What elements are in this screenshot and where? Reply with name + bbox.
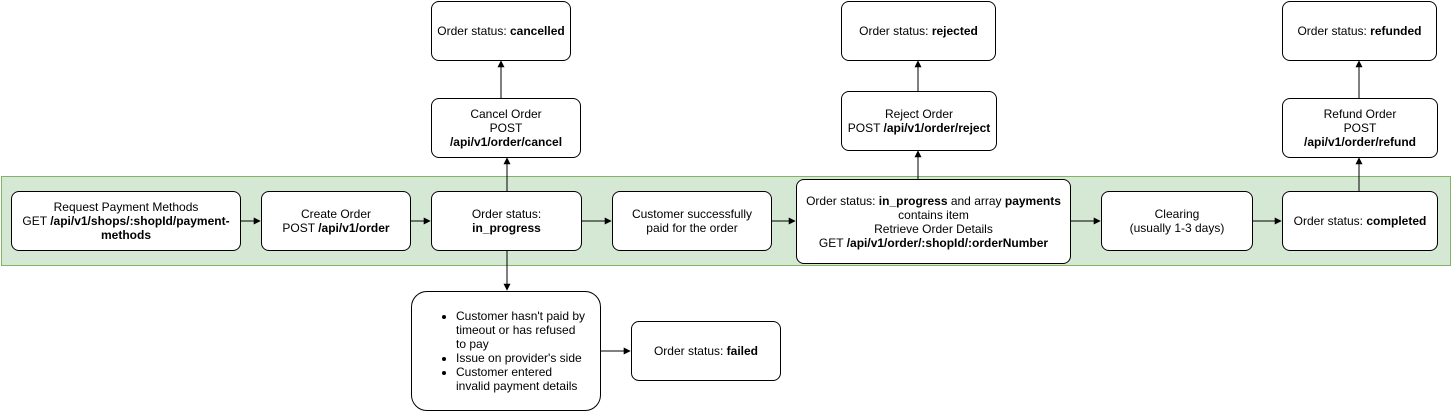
node-status-cancelled: Order status: cancelled: [431, 1, 571, 61]
http-method: GET: [818, 235, 847, 250]
http-method: POST: [489, 121, 523, 135]
http-method: POST: [1343, 121, 1377, 135]
status-line: Order status: in_progress: [436, 207, 577, 235]
http-method: POST: [847, 121, 884, 135]
node-endpoint: POST /api/v1/order: [282, 221, 389, 235]
status-prefix: Order status:: [859, 24, 932, 38]
status-line: Order status: failed: [654, 344, 758, 358]
node-customer-paid: Customer successfully paid for the order: [612, 191, 772, 251]
node-line: Customer successfully paid for the order: [631, 207, 753, 235]
api-path: /api/v1/order: [318, 221, 390, 235]
api-path: /api/v1/order/reject: [883, 121, 991, 135]
status-line: Order status: rejected: [859, 24, 978, 38]
array-name: payments: [1004, 193, 1061, 208]
node-line: Refund Order: [1323, 107, 1397, 121]
list-item: Customer entered invalid payment details: [456, 365, 588, 393]
node-line: contains item: [898, 207, 969, 222]
node-endpoint: GET /api/v1/order/:shopId/:orderNumber: [819, 236, 1048, 250]
status-value: rejected: [931, 24, 978, 38]
node-endpoint: GET /api/v1/shops/:shopId/payment-method…: [16, 214, 236, 242]
status-prefix: Order status:: [1293, 214, 1367, 228]
node-create-order: Create Order POST /api/v1/order: [261, 191, 411, 251]
status-middle: and array: [947, 193, 1005, 208]
node-line: Reject Order: [884, 107, 954, 121]
api-path: /api/v1/order/refund: [1303, 135, 1417, 149]
api-path: /api/v1/order/cancel: [449, 135, 563, 149]
node-refund-order: Refund Order POST /api/v1/order/refund: [1282, 98, 1438, 158]
node-status-in-progress: Order status: in_progress: [431, 191, 582, 251]
node-line: Cancel Order: [470, 107, 542, 121]
node-failure-reasons: Customer hasn't paid by timeout or has r…: [411, 291, 601, 411]
node-cancel-order: Cancel Order POST /api/v1/order/cancel: [431, 98, 581, 158]
status-value: completed: [1366, 214, 1427, 228]
node-status-rejected: Order status: rejected: [841, 1, 996, 61]
node-request-payment-methods: Request Payment Methods GET /api/v1/shop…: [11, 191, 241, 251]
node-line: (usually 1-3 days): [1129, 221, 1225, 235]
node-status-completed: Order status: completed: [1282, 191, 1438, 251]
node-status-refunded: Order status: refunded: [1282, 1, 1437, 61]
node-line: Retrieve Order Details: [874, 221, 993, 236]
api-path: /api/v1/shops/:shopId/payment-methods: [50, 214, 230, 242]
status-prefix: Order status:: [437, 24, 510, 38]
status-value: refunded: [1370, 24, 1422, 38]
status-prefix: Order status:: [653, 344, 727, 358]
http-method: POST: [282, 221, 319, 235]
status-prefix: Order status:: [1297, 24, 1371, 38]
failure-reasons-list: Customer hasn't paid by timeout or has r…: [416, 309, 596, 393]
node-line: Clearing: [1154, 207, 1200, 221]
status-line: Order status: refunded: [1297, 24, 1421, 38]
http-method: GET: [22, 214, 51, 228]
status-prefix: Order status:: [471, 207, 542, 221]
node-retrieve-order-details: Order status: in_progress and array paym…: [796, 179, 1071, 264]
status-value: in_progress: [878, 193, 948, 208]
status-line: Order status: in_progress and array paym…: [806, 194, 1061, 208]
list-item: Customer hasn't paid by timeout or has r…: [456, 309, 588, 351]
node-endpoint: POST /api/v1/order/cancel: [436, 121, 576, 149]
status-line: Order status: cancelled: [437, 24, 564, 38]
node-endpoint: POST /api/v1/order/reject: [848, 121, 991, 135]
node-status-failed: Order status: failed: [631, 321, 781, 381]
list-item: Issue on provider's side: [456, 351, 588, 365]
api-path: /api/v1/order/:shopId/:orderNumber: [846, 235, 1049, 250]
status-line: Order status: completed: [1294, 214, 1427, 228]
status-value: in_progress: [472, 221, 541, 235]
node-endpoint: POST /api/v1/order/refund: [1287, 121, 1433, 149]
status-prefix: Order status:: [806, 193, 879, 208]
node-reject-order: Reject Order POST /api/v1/order/reject: [841, 91, 997, 151]
node-clearing: Clearing (usually 1-3 days): [1101, 191, 1253, 251]
node-line: Create Order: [300, 207, 372, 221]
node-line: Request Payment Methods: [53, 200, 199, 214]
status-value: failed: [726, 344, 759, 358]
status-value: cancelled: [510, 24, 565, 38]
